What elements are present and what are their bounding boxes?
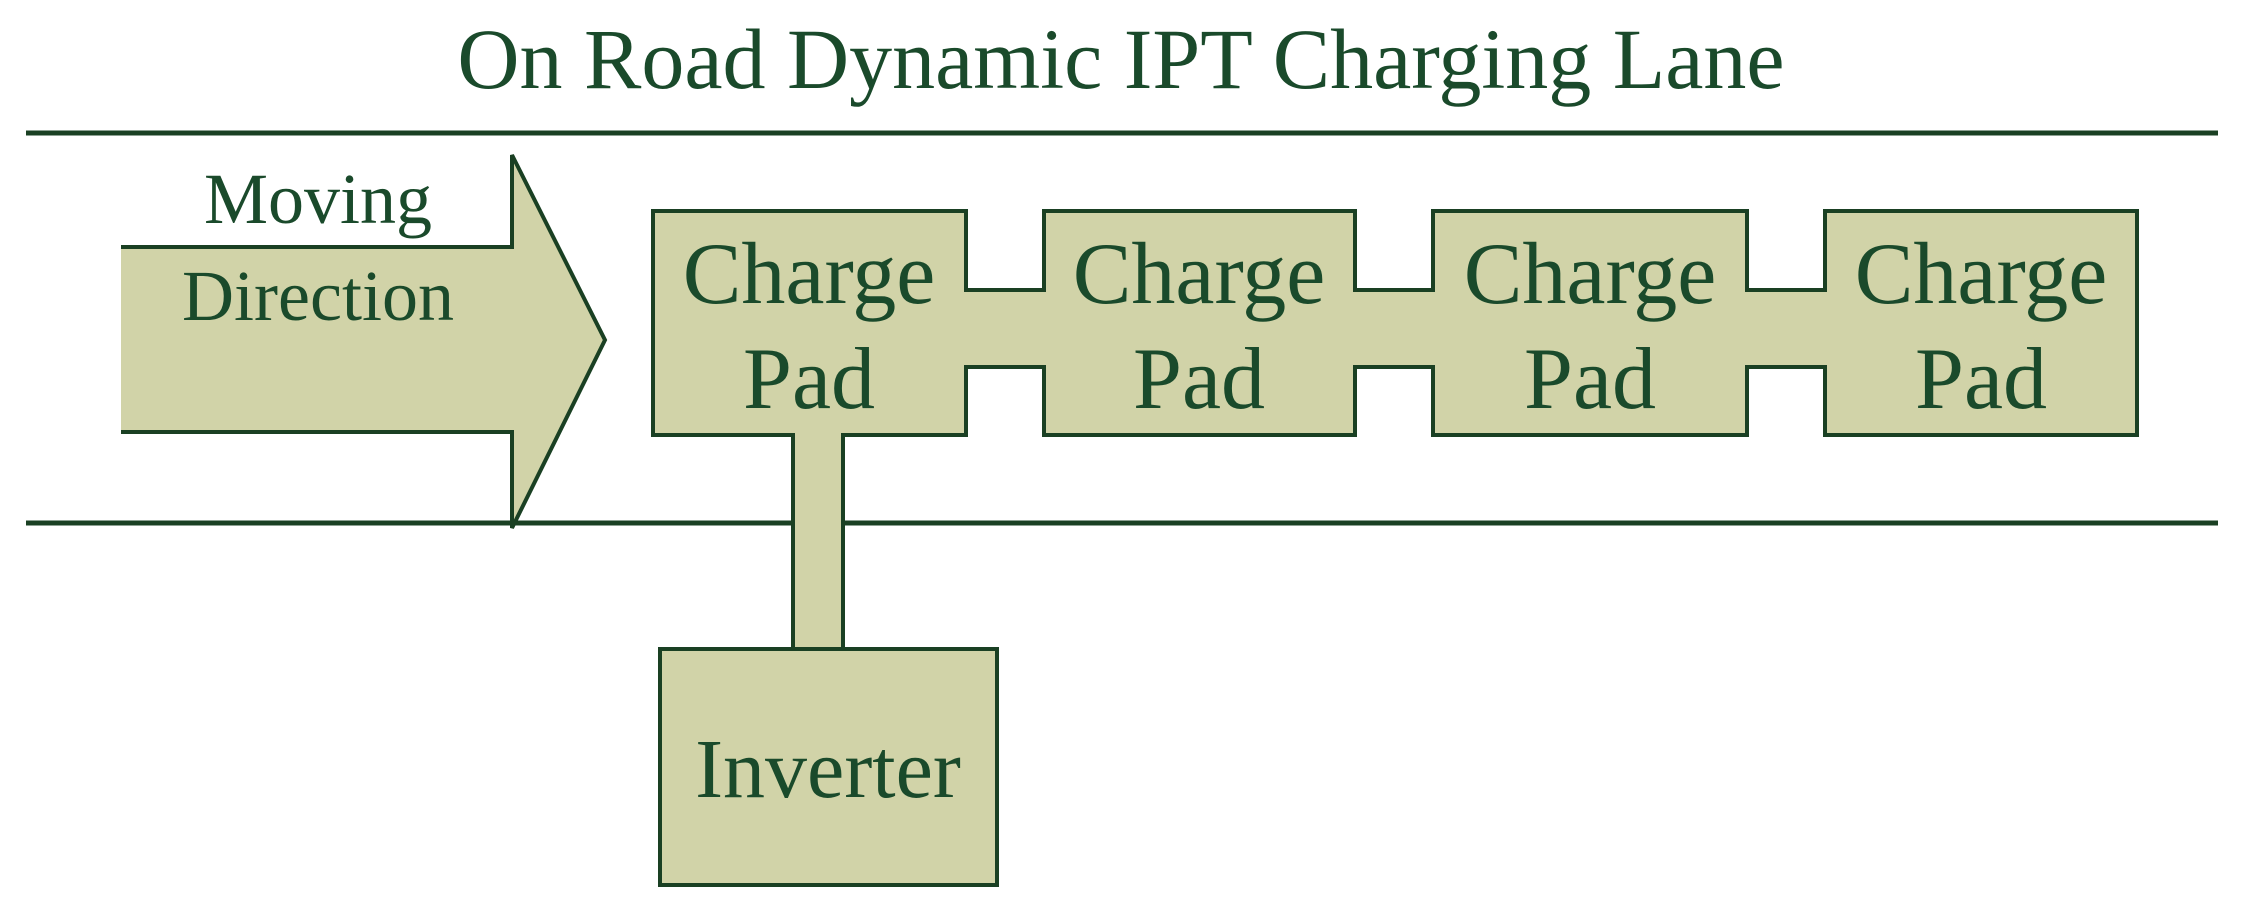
charge-pad-3-label-line2: Pad	[1524, 331, 1656, 428]
moving-direction-label-line1: Moving	[204, 159, 432, 239]
page-title: On Road Dynamic IPT Charging Lane	[457, 11, 1784, 107]
charge-pad-4[interactable]: Charge Pad	[1855, 226, 2108, 428]
charge-pad-4-label-line2: Pad	[1915, 331, 2047, 428]
inverter-box[interactable]: Inverter	[658, 647, 999, 887]
charge-pad-chain: Charge Pad Charge Pad Charge Pad Charge …	[651, 209, 2139, 437]
charge-pad-2-label-line1: Charge	[1073, 226, 1326, 323]
charge-pad-2-label-line2: Pad	[1133, 331, 1265, 428]
charge-pad-1[interactable]: Charge Pad	[683, 226, 936, 428]
charge-pad-chain-fill	[653, 211, 2137, 435]
charge-pad-1-label-line2: Pad	[743, 331, 875, 428]
charge-pad-1-label-line1: Charge	[683, 226, 936, 323]
inverter-box-outline	[658, 647, 999, 887]
moving-direction-arrow: Moving Direction	[121, 154, 608, 529]
charge-pad-chain-outline	[651, 209, 2139, 437]
inverter-connector	[791, 433, 845, 651]
charge-pad-3-label-line1: Charge	[1464, 226, 1717, 323]
inverter-label: Inverter	[695, 723, 961, 816]
inverter-box-fill	[660, 649, 997, 885]
moving-direction-arrow-outline	[121, 154, 608, 529]
moving-direction-label-line2: Direction	[182, 256, 454, 336]
inverter-connector-fill	[793, 433, 843, 651]
charge-pad-4-label-line1: Charge	[1855, 226, 2108, 323]
charge-pad-2[interactable]: Charge Pad	[1073, 226, 1326, 428]
charge-pad-3[interactable]: Charge Pad	[1464, 226, 1717, 428]
